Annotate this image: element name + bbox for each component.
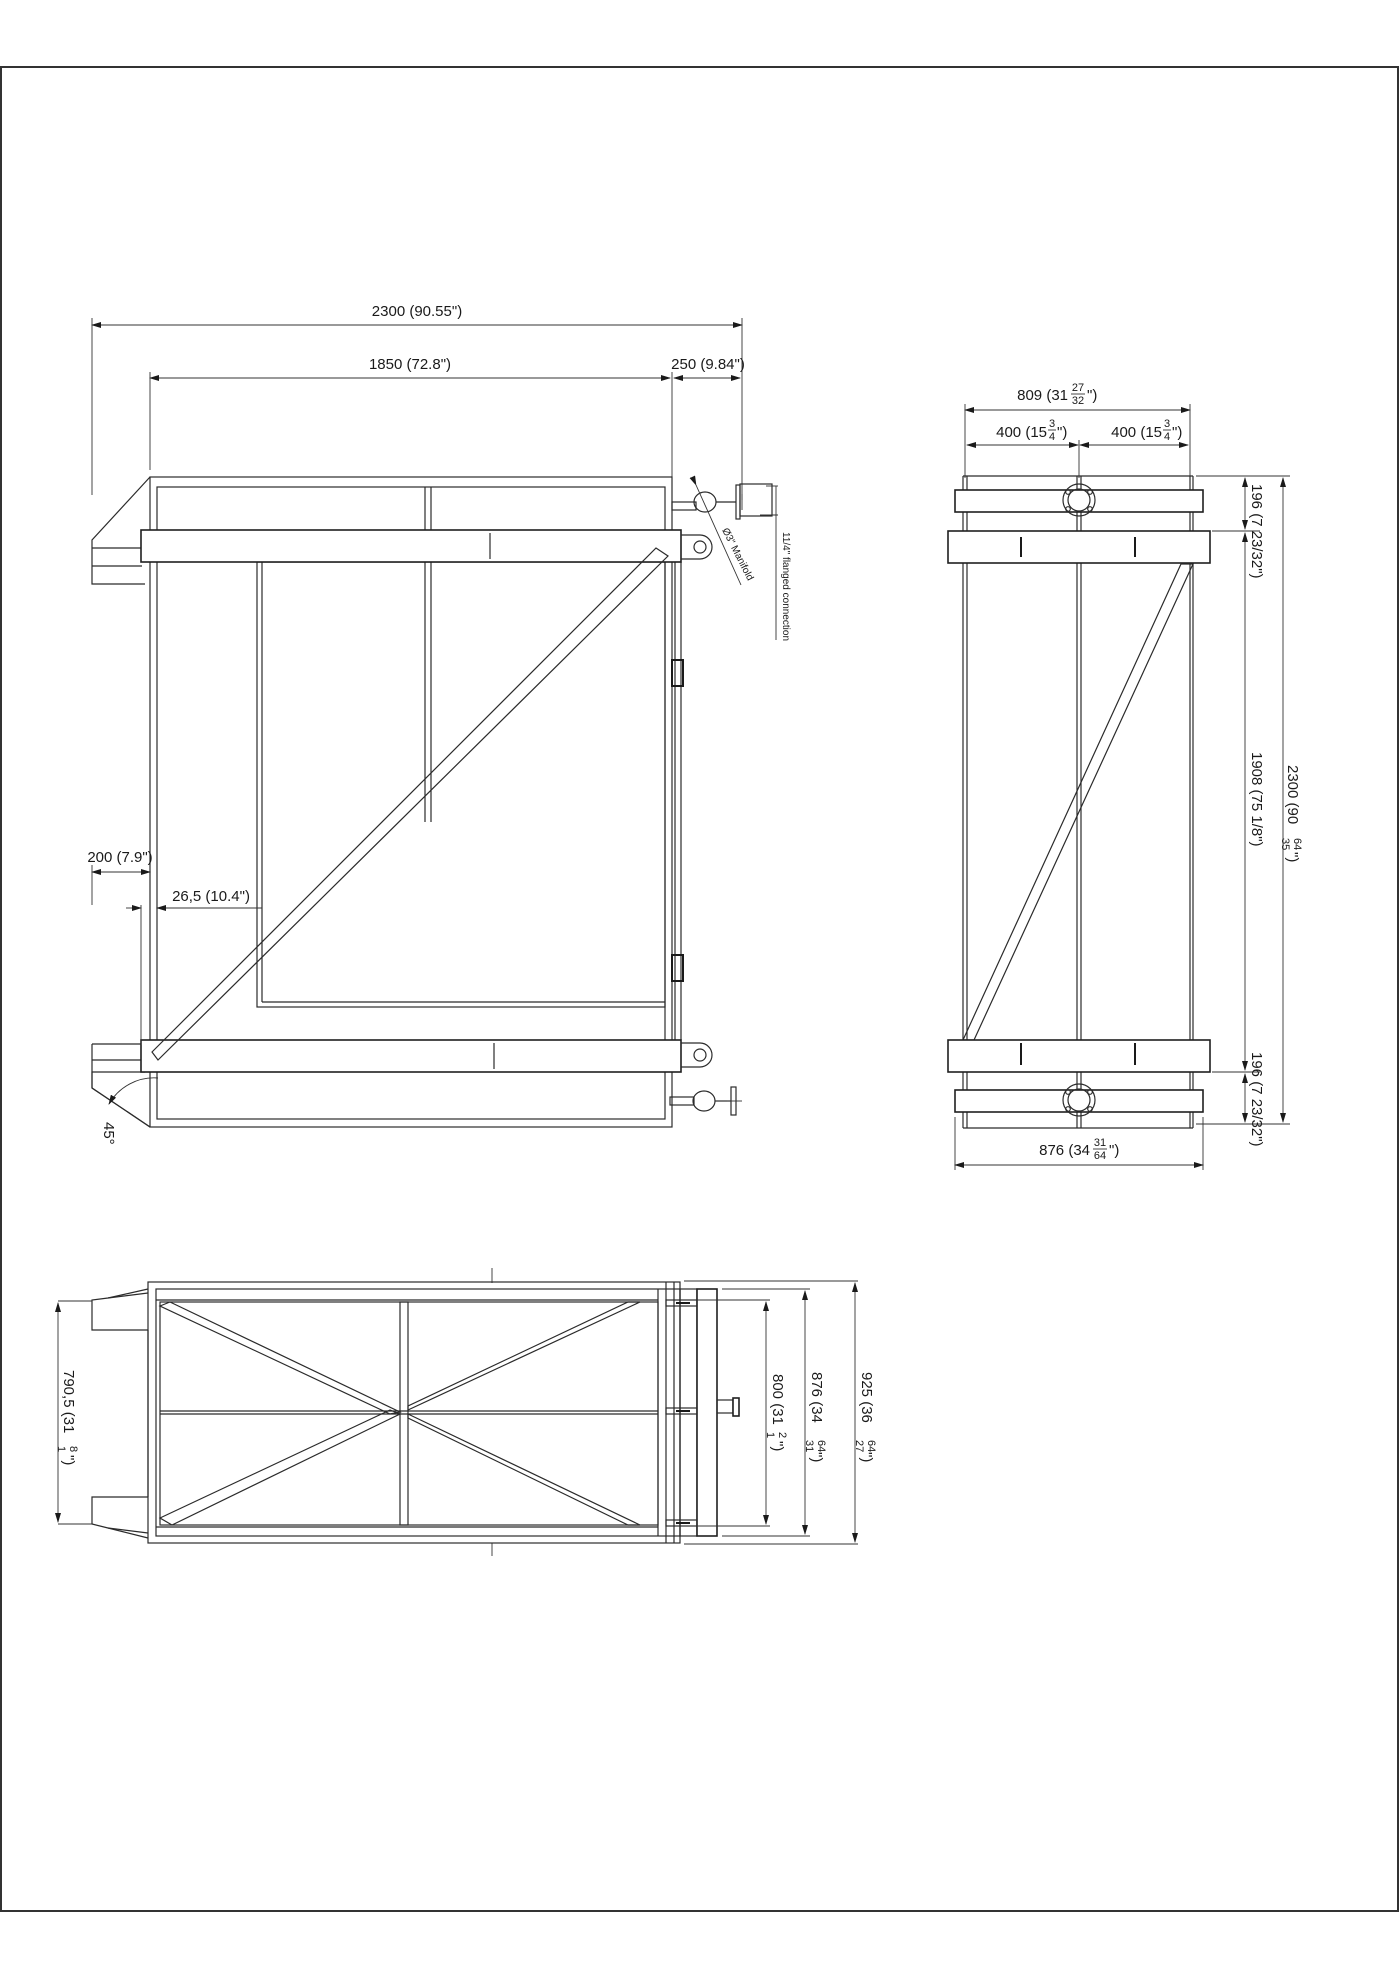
svg-text:"): ") — [1057, 424, 1067, 441]
svg-text:3: 3 — [1164, 418, 1170, 430]
dim-base-width: 876 (34 — [1039, 1142, 1090, 1159]
svg-text:32: 32 — [1072, 395, 1084, 407]
svg-text:64: 64 — [1094, 1150, 1106, 1162]
svg-text:"): ") — [808, 1452, 825, 1462]
svg-text:3: 3 — [1049, 418, 1055, 430]
manifold-note: Ø3" Manifold — [719, 526, 755, 582]
svg-text:64: 64 — [815, 1440, 827, 1452]
dim-half-left: 400 (15 — [996, 424, 1047, 441]
dim-middle-height: 1908 (75 1/8") — [1248, 752, 1265, 847]
svg-text:8: 8 — [67, 1446, 79, 1452]
svg-text:31: 31 — [1094, 1137, 1106, 1149]
dim-inner-width: 800 (31 — [769, 1374, 786, 1425]
dim-end-height: 2300 (90 — [1284, 765, 1301, 824]
dim-end-width: 809 (31 — [1017, 387, 1068, 404]
dim-manifold-extension: 250 (9.84") — [671, 356, 745, 373]
svg-text:"): ") — [1172, 424, 1182, 441]
svg-text:64: 64 — [865, 1440, 877, 1452]
svg-text:4: 4 — [1049, 431, 1055, 443]
flange-note: 11/4" flanged connection — [780, 532, 791, 641]
svg-text:31: 31 — [803, 1440, 815, 1452]
svg-text:"): ") — [1284, 852, 1301, 862]
dim-top-band: 196 (7 23/32") — [1248, 484, 1265, 579]
svg-text:"): ") — [858, 1452, 875, 1462]
dim-fork-span: 790,5 (31 — [60, 1370, 77, 1433]
svg-text:1: 1 — [55, 1446, 67, 1452]
end-view: 809 (31 27 32 ") 400 (15 3 4 ") 400 (15 … — [947, 382, 1303, 1170]
dim-bottom-band: 196 (7 23/32") — [1248, 1052, 1265, 1147]
svg-text:4: 4 — [1164, 431, 1170, 443]
sheet-border — [0, 66, 1399, 1912]
svg-text:"): ") — [769, 1441, 786, 1451]
angle-label: 45° — [100, 1122, 117, 1145]
dim-left-extension: 200 (7.9") — [87, 849, 152, 866]
svg-text:27: 27 — [853, 1440, 865, 1452]
side-view: 2300 (90.55") 1850 (72.8") 250 (9.84") — [87, 303, 791, 1145]
svg-text:35: 35 — [1279, 838, 1291, 850]
dim-inner-offset: 26,5 (10.4") — [172, 888, 250, 905]
dim-body-length: 1850 (72.8") — [369, 356, 451, 373]
dim-overall-length: 2300 (90.55") — [372, 303, 462, 320]
svg-text:"): ") — [60, 1455, 77, 1465]
top-view: 790,5 (31 1 8 ") 800 (31 1 2 ") 876 (34 … — [55, 1268, 877, 1556]
svg-text:"): ") — [1087, 387, 1097, 404]
dim-outer-width: 925 (36 — [858, 1372, 875, 1423]
dim-half-right: 400 (15 — [1111, 424, 1162, 441]
svg-text:2: 2 — [776, 1432, 788, 1438]
svg-text:27: 27 — [1072, 382, 1084, 394]
svg-text:"): ") — [1109, 1142, 1119, 1159]
svg-text:64: 64 — [1291, 838, 1303, 850]
dim-mid-width: 876 (34 — [808, 1372, 825, 1423]
svg-text:1: 1 — [764, 1432, 776, 1438]
